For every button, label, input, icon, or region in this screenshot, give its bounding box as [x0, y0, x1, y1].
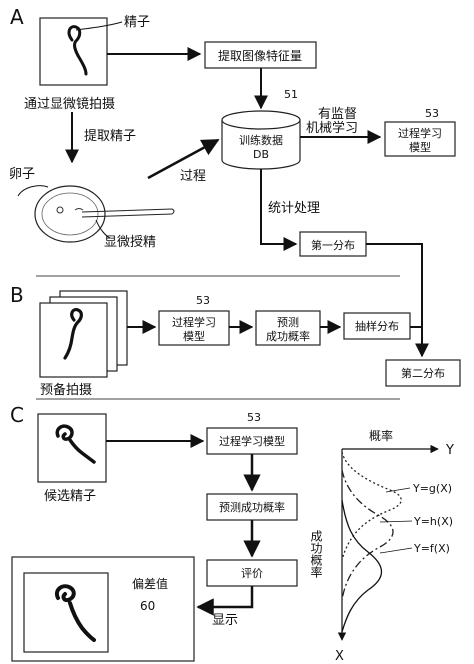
deviation-label: 偏差值	[132, 576, 168, 591]
arrow-first-to-second-distribution	[366, 243, 429, 358]
learning-model-a-line2: 模型	[409, 140, 431, 154]
predict-b-line1: 预测	[277, 316, 299, 329]
db-ref-number: 51	[284, 88, 298, 101]
curve-f-label: Y=f(X)	[413, 542, 450, 555]
learning-model-a-line1: 过程学习	[398, 126, 442, 140]
learning-model-ref-a: 53	[425, 107, 439, 120]
extract-features-label: 提取图像特征量	[218, 48, 302, 63]
display-label: 显示	[212, 613, 238, 628]
evaluate-label: 评价	[241, 567, 263, 580]
db-label-line1: 训练数据	[239, 133, 283, 147]
second-distribution-box	[385, 359, 461, 387]
candidate-sperm-image	[37, 413, 107, 483]
microinjection-label: 显微授精	[104, 235, 156, 250]
sampling-distribution-box	[343, 312, 411, 340]
display-screen	[11, 556, 195, 662]
extract-features-box	[204, 41, 317, 69]
first-distribution-label: 第一分布	[311, 238, 355, 252]
pre-capture-sperm-illustration	[63, 308, 83, 360]
arrow-statistics	[260, 169, 298, 251]
section-label-b: B	[10, 283, 24, 307]
probability-distribution-graph	[337, 444, 439, 641]
predict-b-line2: 成功概率	[266, 329, 310, 343]
deviation-value: 60	[140, 599, 155, 613]
evaluate-box	[206, 559, 298, 587]
supervised-label-line2: 机械学习	[306, 120, 358, 136]
microscope-capture-label: 通过显微镜拍摄	[24, 97, 115, 112]
display-sperm-illustration	[55, 584, 96, 642]
sperm-illustration	[67, 25, 88, 76]
learning-model-box-a	[384, 121, 456, 157]
section-label-c: C	[10, 403, 24, 427]
learning-model-b-line2: 模型	[183, 329, 205, 343]
curve-g	[341, 451, 402, 561]
second-distribution-label: 第二分布	[401, 366, 445, 380]
curve-f	[341, 499, 383, 633]
pre-capture-label: 预备拍摄	[40, 382, 92, 398]
predict-probability-box-b	[255, 310, 321, 346]
curve-g-label: Y=g(X)	[412, 482, 452, 495]
db-label-line2: DB	[253, 148, 269, 161]
arrow-display	[196, 586, 254, 616]
arrow-process	[147, 138, 220, 180]
learning-model-ref-c: 53	[247, 411, 261, 424]
learning-model-c-label: 过程学习模型	[219, 434, 285, 448]
sperm-label: 精子	[124, 15, 150, 30]
graph-y-axis-label: Y	[445, 443, 454, 458]
learning-model-ref-b: 53	[196, 294, 210, 307]
pre-capture-image-stack	[39, 290, 128, 378]
statistics-label: 统计处理	[268, 201, 320, 216]
graph-success-probability-vertical: 成功概率	[309, 530, 323, 578]
egg-illustration	[17, 185, 175, 243]
graph-probability-label: 概率	[369, 428, 393, 443]
graph-x-axis-label: X	[335, 649, 344, 664]
process-label: 过程	[180, 169, 206, 184]
extract-sperm-label: 提取精子	[84, 128, 136, 144]
curve-h	[341, 469, 394, 601]
training-db-cylinder	[221, 110, 301, 170]
egg-label: 卵子	[9, 167, 35, 182]
candidate-sperm-illustration	[55, 424, 96, 464]
learning-model-box-c	[206, 427, 298, 455]
supervised-label-line1: 有监督	[318, 107, 357, 122]
sperm-image-panel	[39, 17, 123, 86]
predict-c-label: 预测成功概率	[219, 500, 285, 514]
learning-model-b-line1: 过程学习	[172, 315, 216, 329]
section-label-a: A	[10, 5, 24, 29]
candidate-sperm-label: 候选精子	[44, 489, 96, 504]
sampling-distribution-label: 抽样分布	[355, 319, 399, 333]
learning-model-box-b	[158, 310, 230, 346]
first-distribution-box	[299, 231, 367, 257]
curve-h-label: Y=h(X)	[413, 515, 453, 528]
